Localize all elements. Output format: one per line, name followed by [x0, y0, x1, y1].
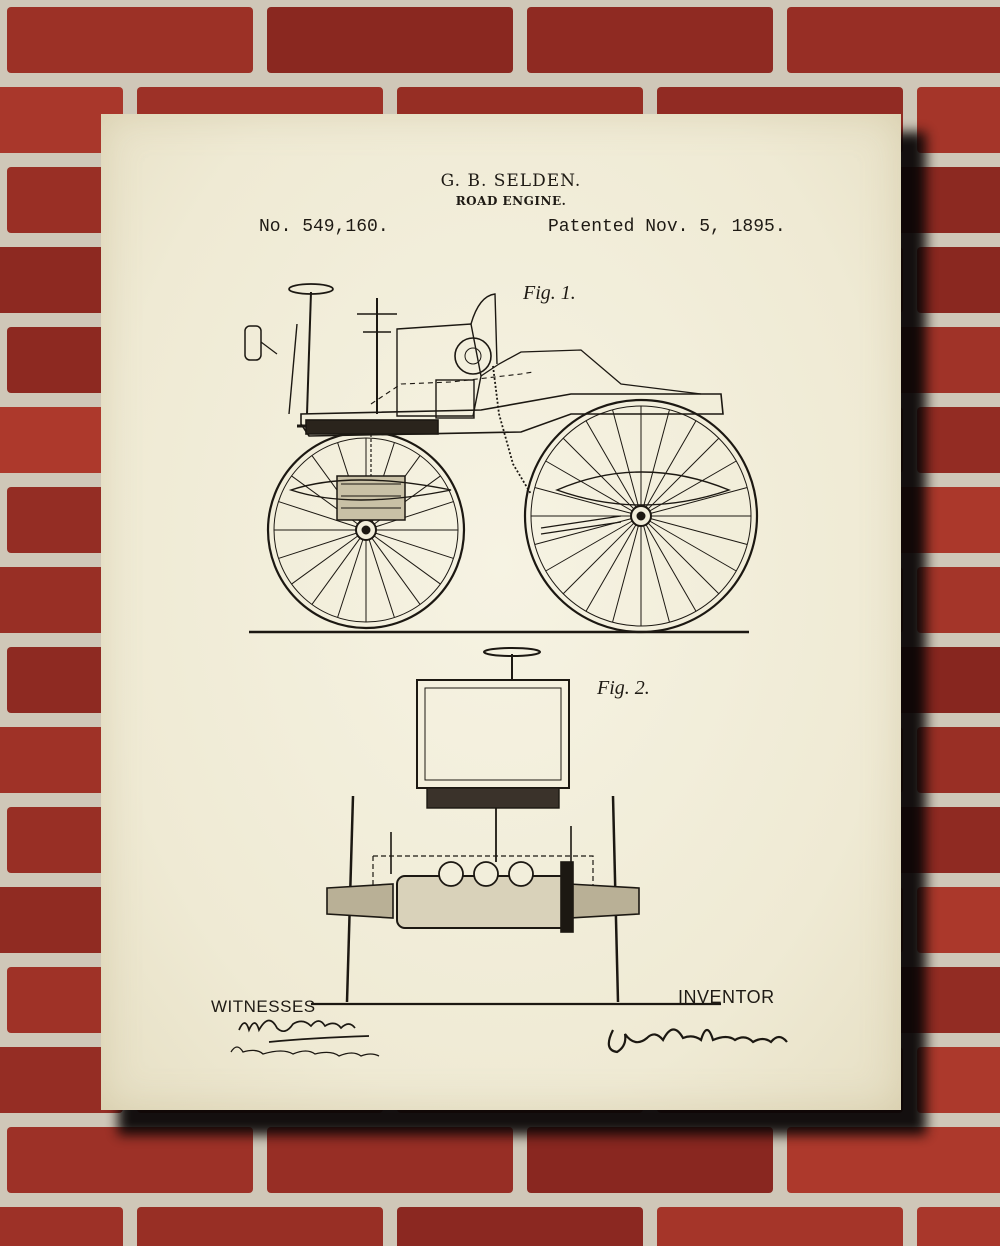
- figure-2-engine-drawing: [311, 647, 721, 1006]
- witness-signature-1: [238, 1019, 370, 1043]
- figure-2-label: Fig. 2.: [597, 677, 650, 699]
- inventor-label: INVENTOR: [678, 987, 775, 1007]
- front-spring: [288, 479, 452, 501]
- steering-handle-icon: [288, 283, 334, 295]
- lamp-icon: [244, 325, 262, 361]
- gear-housing: [426, 787, 560, 809]
- valve-icon: [438, 861, 464, 887]
- valve-icon: [508, 861, 534, 887]
- witnesses-label: WITNESSES: [211, 997, 316, 1016]
- witness-signature-2: [230, 1046, 380, 1057]
- figure-1-carriage-drawing: [244, 283, 759, 634]
- patent-poster: G. B. SELDEN. ROAD ENGINE. No. 549,160. …: [101, 114, 901, 1110]
- signatures-drawing: [230, 1019, 788, 1057]
- drive-chain: [492, 365, 532, 495]
- figure-1-label: Fig. 1.: [523, 282, 576, 304]
- fuel-box: [435, 379, 475, 419]
- inventor-signature: [607, 1028, 788, 1054]
- flywheel-icon: [454, 337, 492, 375]
- platform: [305, 419, 439, 435]
- left-axle-hub: [326, 883, 394, 919]
- right-axle-hub: [568, 883, 640, 919]
- patent-date: Patented Nov. 5, 1895.: [548, 217, 786, 237]
- steering-handle-fig2-icon: [483, 647, 541, 657]
- rear-spring: [555, 471, 731, 506]
- valve-icon: [473, 861, 499, 887]
- front-wheel-icon: [266, 430, 466, 630]
- patent-drawing: [230, 283, 788, 1057]
- gear-wheel: [560, 861, 574, 933]
- seat-panel: [396, 323, 482, 417]
- patent-number: No. 549,160.: [259, 217, 389, 237]
- seat-box: [416, 679, 570, 789]
- rear-wheel-icon: [523, 398, 759, 634]
